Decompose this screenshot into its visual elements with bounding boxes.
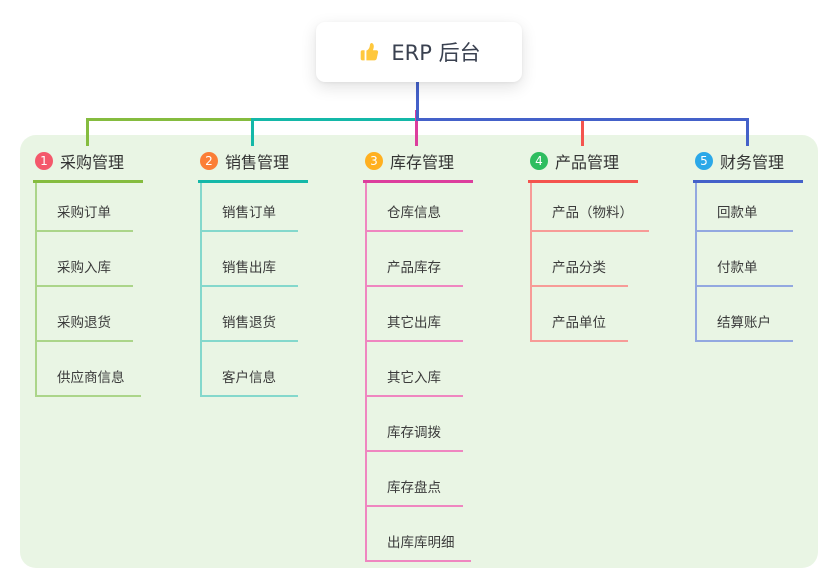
branch-node-2[interactable]: 2 销售管理 [198, 149, 308, 183]
child-node[interactable]: 仓库信息 [367, 183, 463, 232]
branch-number-badge: 3 [365, 152, 383, 170]
child-node[interactable]: 付款单 [697, 232, 793, 287]
branch-children: 采购订单采购入库采购退货供应商信息 [35, 183, 141, 397]
branch-column-1: 1 采购管理 采购订单采购入库采购退货供应商信息 [33, 149, 143, 397]
branch-label: 库存管理 [390, 153, 455, 172]
child-node[interactable]: 采购入库 [37, 232, 133, 287]
branch-number-badge: 5 [695, 152, 713, 170]
connector-drop-branch-5 [746, 120, 749, 146]
branch-column-5: 5 财务管理 回款单付款单结算账户 [693, 149, 803, 342]
child-node[interactable]: 结算账户 [697, 287, 793, 342]
branch-children: 销售订单销售出库销售退货客户信息 [200, 183, 298, 397]
branch-node-1[interactable]: 1 采购管理 [33, 149, 143, 183]
branch-number-badge: 2 [200, 152, 218, 170]
child-node[interactable]: 产品分类 [532, 232, 628, 287]
branch-number-badge: 1 [35, 152, 53, 170]
root-node[interactable]: ERP 后台 [316, 22, 522, 82]
connector-drop-branch-4 [581, 120, 584, 146]
child-node[interactable]: 供应商信息 [37, 342, 141, 397]
child-node[interactable]: 销售订单 [202, 183, 298, 232]
branch-node-3[interactable]: 3 库存管理 [363, 149, 473, 183]
child-node[interactable]: 库存调拨 [367, 397, 463, 452]
child-node[interactable]: 客户信息 [202, 342, 298, 397]
branch-column-2: 2 销售管理 销售订单销售出库销售退货客户信息 [198, 149, 308, 397]
connector-horizontal-left [86, 118, 254, 121]
connector-drop-branch-3 [415, 110, 418, 146]
child-node[interactable]: 销售退货 [202, 287, 298, 342]
branches-panel [20, 135, 818, 568]
branch-children: 回款单付款单结算账户 [695, 183, 793, 342]
child-node[interactable]: 采购订单 [37, 183, 133, 232]
connector-horizontal-mid [251, 118, 419, 121]
child-node[interactable]: 出库库明细 [367, 507, 471, 562]
connector-drop-branch-1 [86, 120, 89, 146]
connector-root-stem [416, 82, 419, 121]
branch-column-4: 4 产品管理 产品（物料）产品分类产品单位 [528, 149, 649, 342]
branch-node-4[interactable]: 4 产品管理 [528, 149, 638, 183]
connector-horizontal-right [416, 118, 749, 121]
branch-node-5[interactable]: 5 财务管理 [693, 149, 803, 183]
branch-children: 仓库信息产品库存其它出库其它入库库存调拨库存盘点出库库明细 [365, 183, 471, 562]
branch-label: 财务管理 [720, 153, 785, 172]
child-node[interactable]: 其它入库 [367, 342, 463, 397]
branch-column-3: 3 库存管理 仓库信息产品库存其它出库其它入库库存调拨库存盘点出库库明细 [363, 149, 473, 562]
child-node[interactable]: 其它出库 [367, 287, 463, 342]
root-title: ERP 后台 [391, 41, 481, 65]
branch-label: 采购管理 [60, 153, 125, 172]
child-node[interactable]: 产品库存 [367, 232, 463, 287]
branch-number-badge: 4 [530, 152, 548, 170]
child-node[interactable]: 采购退货 [37, 287, 133, 342]
branch-label: 销售管理 [225, 153, 290, 172]
child-node[interactable]: 库存盘点 [367, 452, 463, 507]
branch-children: 产品（物料）产品分类产品单位 [530, 183, 649, 342]
branch-label: 产品管理 [555, 153, 620, 172]
child-node[interactable]: 产品（物料） [532, 183, 649, 232]
child-node[interactable]: 销售出库 [202, 232, 298, 287]
connector-drop-branch-2 [251, 120, 254, 146]
thumbs-up-icon [357, 40, 381, 64]
child-node[interactable]: 回款单 [697, 183, 793, 232]
child-node[interactable]: 产品单位 [532, 287, 628, 342]
